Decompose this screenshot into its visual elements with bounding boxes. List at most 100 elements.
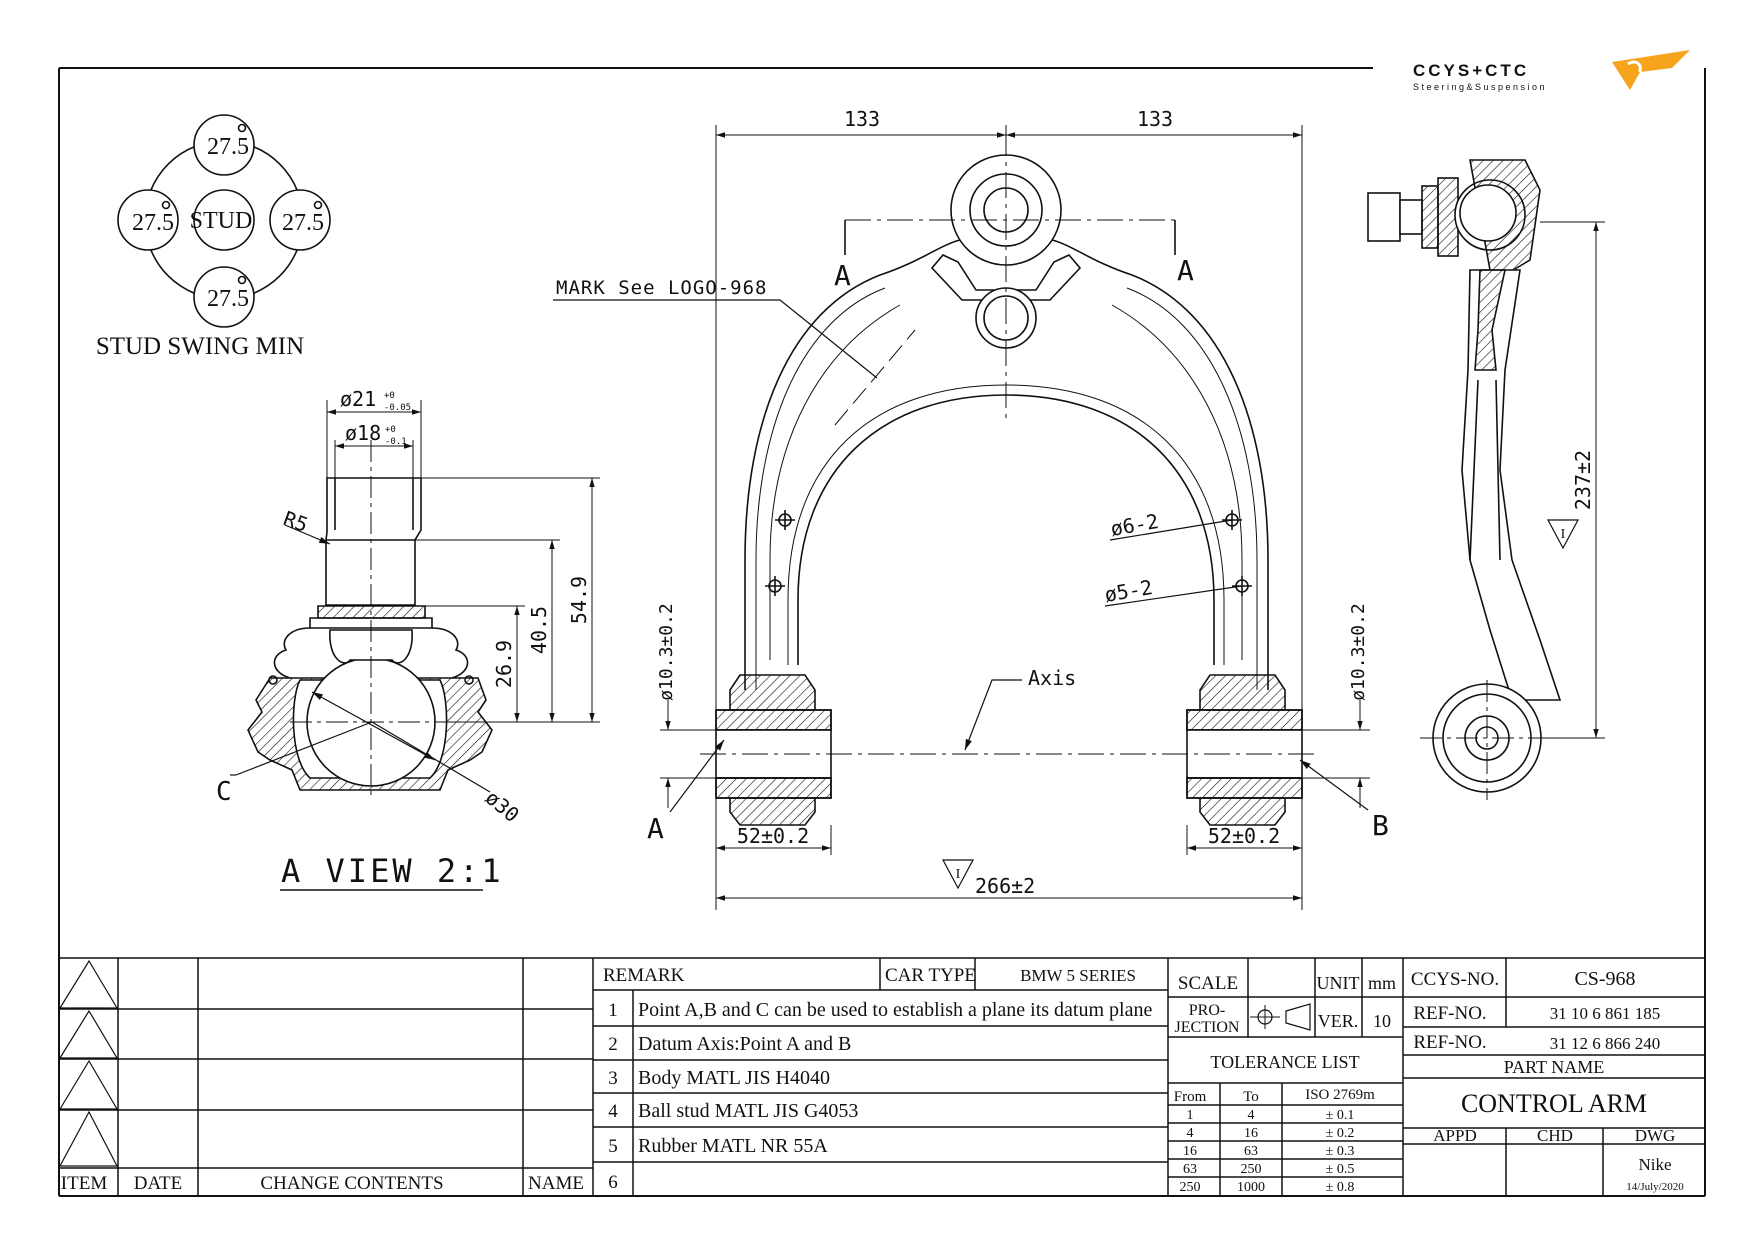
tolerance-title: TOLERANCE LIST <box>1210 1052 1359 1072</box>
tol-row2-to: 16 <box>1244 1126 1258 1141</box>
ref-no-label-1: REF-NO. <box>1413 1003 1486 1024</box>
main-dim-left: 133 <box>844 107 880 131</box>
tol-row5-iso: ± 0.8 <box>1326 1180 1355 1195</box>
logo-mark-icon <box>1612 50 1690 90</box>
main-dim-right: 133 <box>1137 107 1173 131</box>
remark-no-1: 1 <box>608 1000 618 1021</box>
hole-callout-6: ø6-2 <box>1109 509 1161 541</box>
a-view-h269: 26.9 <box>492 640 516 688</box>
section-mark-a2: A <box>1177 254 1194 287</box>
bush-left-height: ø10.3±0.2 <box>656 603 677 701</box>
remark-text-5: Rubber MATL NR 55A <box>638 1135 828 1157</box>
a-view-d21: ø21 <box>340 387 376 411</box>
remark-text-4: Ball stud MATL JIS G4053 <box>638 1100 858 1122</box>
ref-no-value-2: 31 12 6 866 240 <box>1550 1034 1661 1053</box>
tol-row5-to: 1000 <box>1237 1180 1265 1195</box>
section-mark-a1: A <box>834 259 851 292</box>
scale-label: SCALE <box>1178 973 1238 994</box>
remark-label: REMARK <box>603 965 685 986</box>
a-view-d21-tol-hi: +0 <box>384 391 395 401</box>
remark-no-5: 5 <box>608 1136 618 1157</box>
unit-label: UNIT <box>1317 973 1360 993</box>
side-datum-mark: I <box>1561 527 1566 542</box>
a-view-d21-tol-lo: -0.05 <box>384 403 411 413</box>
ver-value: 10 <box>1373 1011 1391 1031</box>
a-view-h549: 54.9 <box>567 576 591 624</box>
projection-label-1: PRO- <box>1189 1002 1225 1019</box>
stud-swing-right: 27.5 <box>282 210 324 236</box>
tol-row3-to: 63 <box>1244 1144 1258 1159</box>
ccys-no-value: CS-968 <box>1574 968 1635 990</box>
a-view-h405: 40.5 <box>527 606 551 654</box>
header-name: NAME <box>528 1173 584 1194</box>
stud-swing-caption: STUD SWING MIN <box>96 333 304 360</box>
stud-swing-top: 27.5 <box>207 134 249 160</box>
header-date: DATE <box>134 1173 183 1194</box>
drawing-frame <box>58 67 1706 1197</box>
bush-left-width: 52±0.2 <box>737 824 809 848</box>
ref-no-label-2: REF-NO. <box>1413 1032 1486 1053</box>
tol-row2-from: 4 <box>1187 1126 1194 1141</box>
remark-text-1: Point A,B and C can be used to establish… <box>638 999 1152 1021</box>
logo-mark-note: MARK See LOGO-968 <box>556 277 767 299</box>
a-view-d18-tol-lo: -0.1 <box>385 437 407 447</box>
axis-label: Axis <box>1028 666 1076 690</box>
logo-brand: CCYS+CTC <box>1413 61 1529 80</box>
a-view-d18-tol-hi: +0 <box>385 425 396 435</box>
tolerance-header-from: From <box>1174 1089 1207 1105</box>
company-logo: CCYS+CTC Steering&Suspension <box>1413 50 1690 92</box>
tolerance-header-to: To <box>1243 1089 1259 1105</box>
side-height: 237±2 <box>1571 450 1595 510</box>
control-arm-main-view <box>553 125 1370 910</box>
a-view-ball-joint <box>230 400 600 891</box>
hole-callout-5: ø5-2 <box>1103 575 1155 607</box>
unit-value: mm <box>1368 973 1396 993</box>
header-change-contents: CHANGE CONTENTS <box>260 1173 443 1194</box>
dwg-by: Nike <box>1638 1155 1671 1174</box>
datum-point-b: B <box>1372 809 1389 842</box>
tol-row4-from: 63 <box>1183 1162 1197 1177</box>
part-name-label: PART NAME <box>1504 1057 1604 1077</box>
datum-point-a: A <box>647 812 664 845</box>
remark-text-2: Datum Axis:Point A and B <box>638 1033 851 1055</box>
remark-no-6: 6 <box>608 1172 618 1193</box>
stud-swing-bottom: 27.5 <box>207 286 249 312</box>
car-type-label: CAR TYPE <box>885 965 976 986</box>
tol-row1-iso: ± 0.1 <box>1326 1108 1355 1123</box>
tol-row4-iso: ± 0.5 <box>1326 1162 1355 1177</box>
ver-label: VER. <box>1318 1011 1359 1031</box>
ref-no-value-1: 31 10 6 861 185 <box>1550 1004 1661 1023</box>
tol-row1-from: 1 <box>1187 1108 1194 1123</box>
stud-swing-diagram <box>117 114 331 328</box>
tol-row5-from: 250 <box>1180 1180 1201 1195</box>
main-datum-mark: I <box>956 867 961 882</box>
a-view-d18: ø18 <box>345 421 381 445</box>
chd-label: CHD <box>1537 1126 1573 1145</box>
remark-text-3: Body MATL JIS H4040 <box>638 1067 830 1089</box>
a-view-r5: R5 <box>280 506 311 537</box>
logo-tagline: Steering&Suspension <box>1413 82 1547 92</box>
bush-right-width: 52±0.2 <box>1208 824 1280 848</box>
a-view-d30: ø30 <box>481 785 524 827</box>
remark-no-2: 2 <box>608 1034 618 1055</box>
stud-swing-left: 27.5 <box>132 210 174 236</box>
tol-row2-iso: ± 0.2 <box>1326 1126 1355 1141</box>
remark-no-4: 4 <box>608 1101 618 1122</box>
title-block <box>58 957 1705 1196</box>
control-arm-side-view <box>1367 159 1605 800</box>
tol-row3-iso: ± 0.3 <box>1326 1144 1355 1159</box>
bush-right-height: ø10.3±0.2 <box>1348 603 1369 701</box>
car-type-value: BMW 5 SERIES <box>1020 966 1136 985</box>
remark-no-3: 3 <box>608 1068 618 1089</box>
appd-label: APPD <box>1433 1126 1476 1145</box>
tol-row1-to: 4 <box>1248 1108 1255 1123</box>
header-item: ITEM <box>61 1173 108 1194</box>
a-view-title: A VIEW 2:1 <box>281 852 504 890</box>
dwg-label: DWG <box>1635 1126 1676 1145</box>
overall-width: 266±2 <box>975 874 1035 898</box>
drawing-date: 14/July/2020 <box>1626 1181 1684 1193</box>
stud-swing-center: STUD <box>190 208 253 234</box>
tol-row4-to: 250 <box>1241 1162 1262 1177</box>
projection-label-2: JECTION <box>1175 1019 1240 1036</box>
